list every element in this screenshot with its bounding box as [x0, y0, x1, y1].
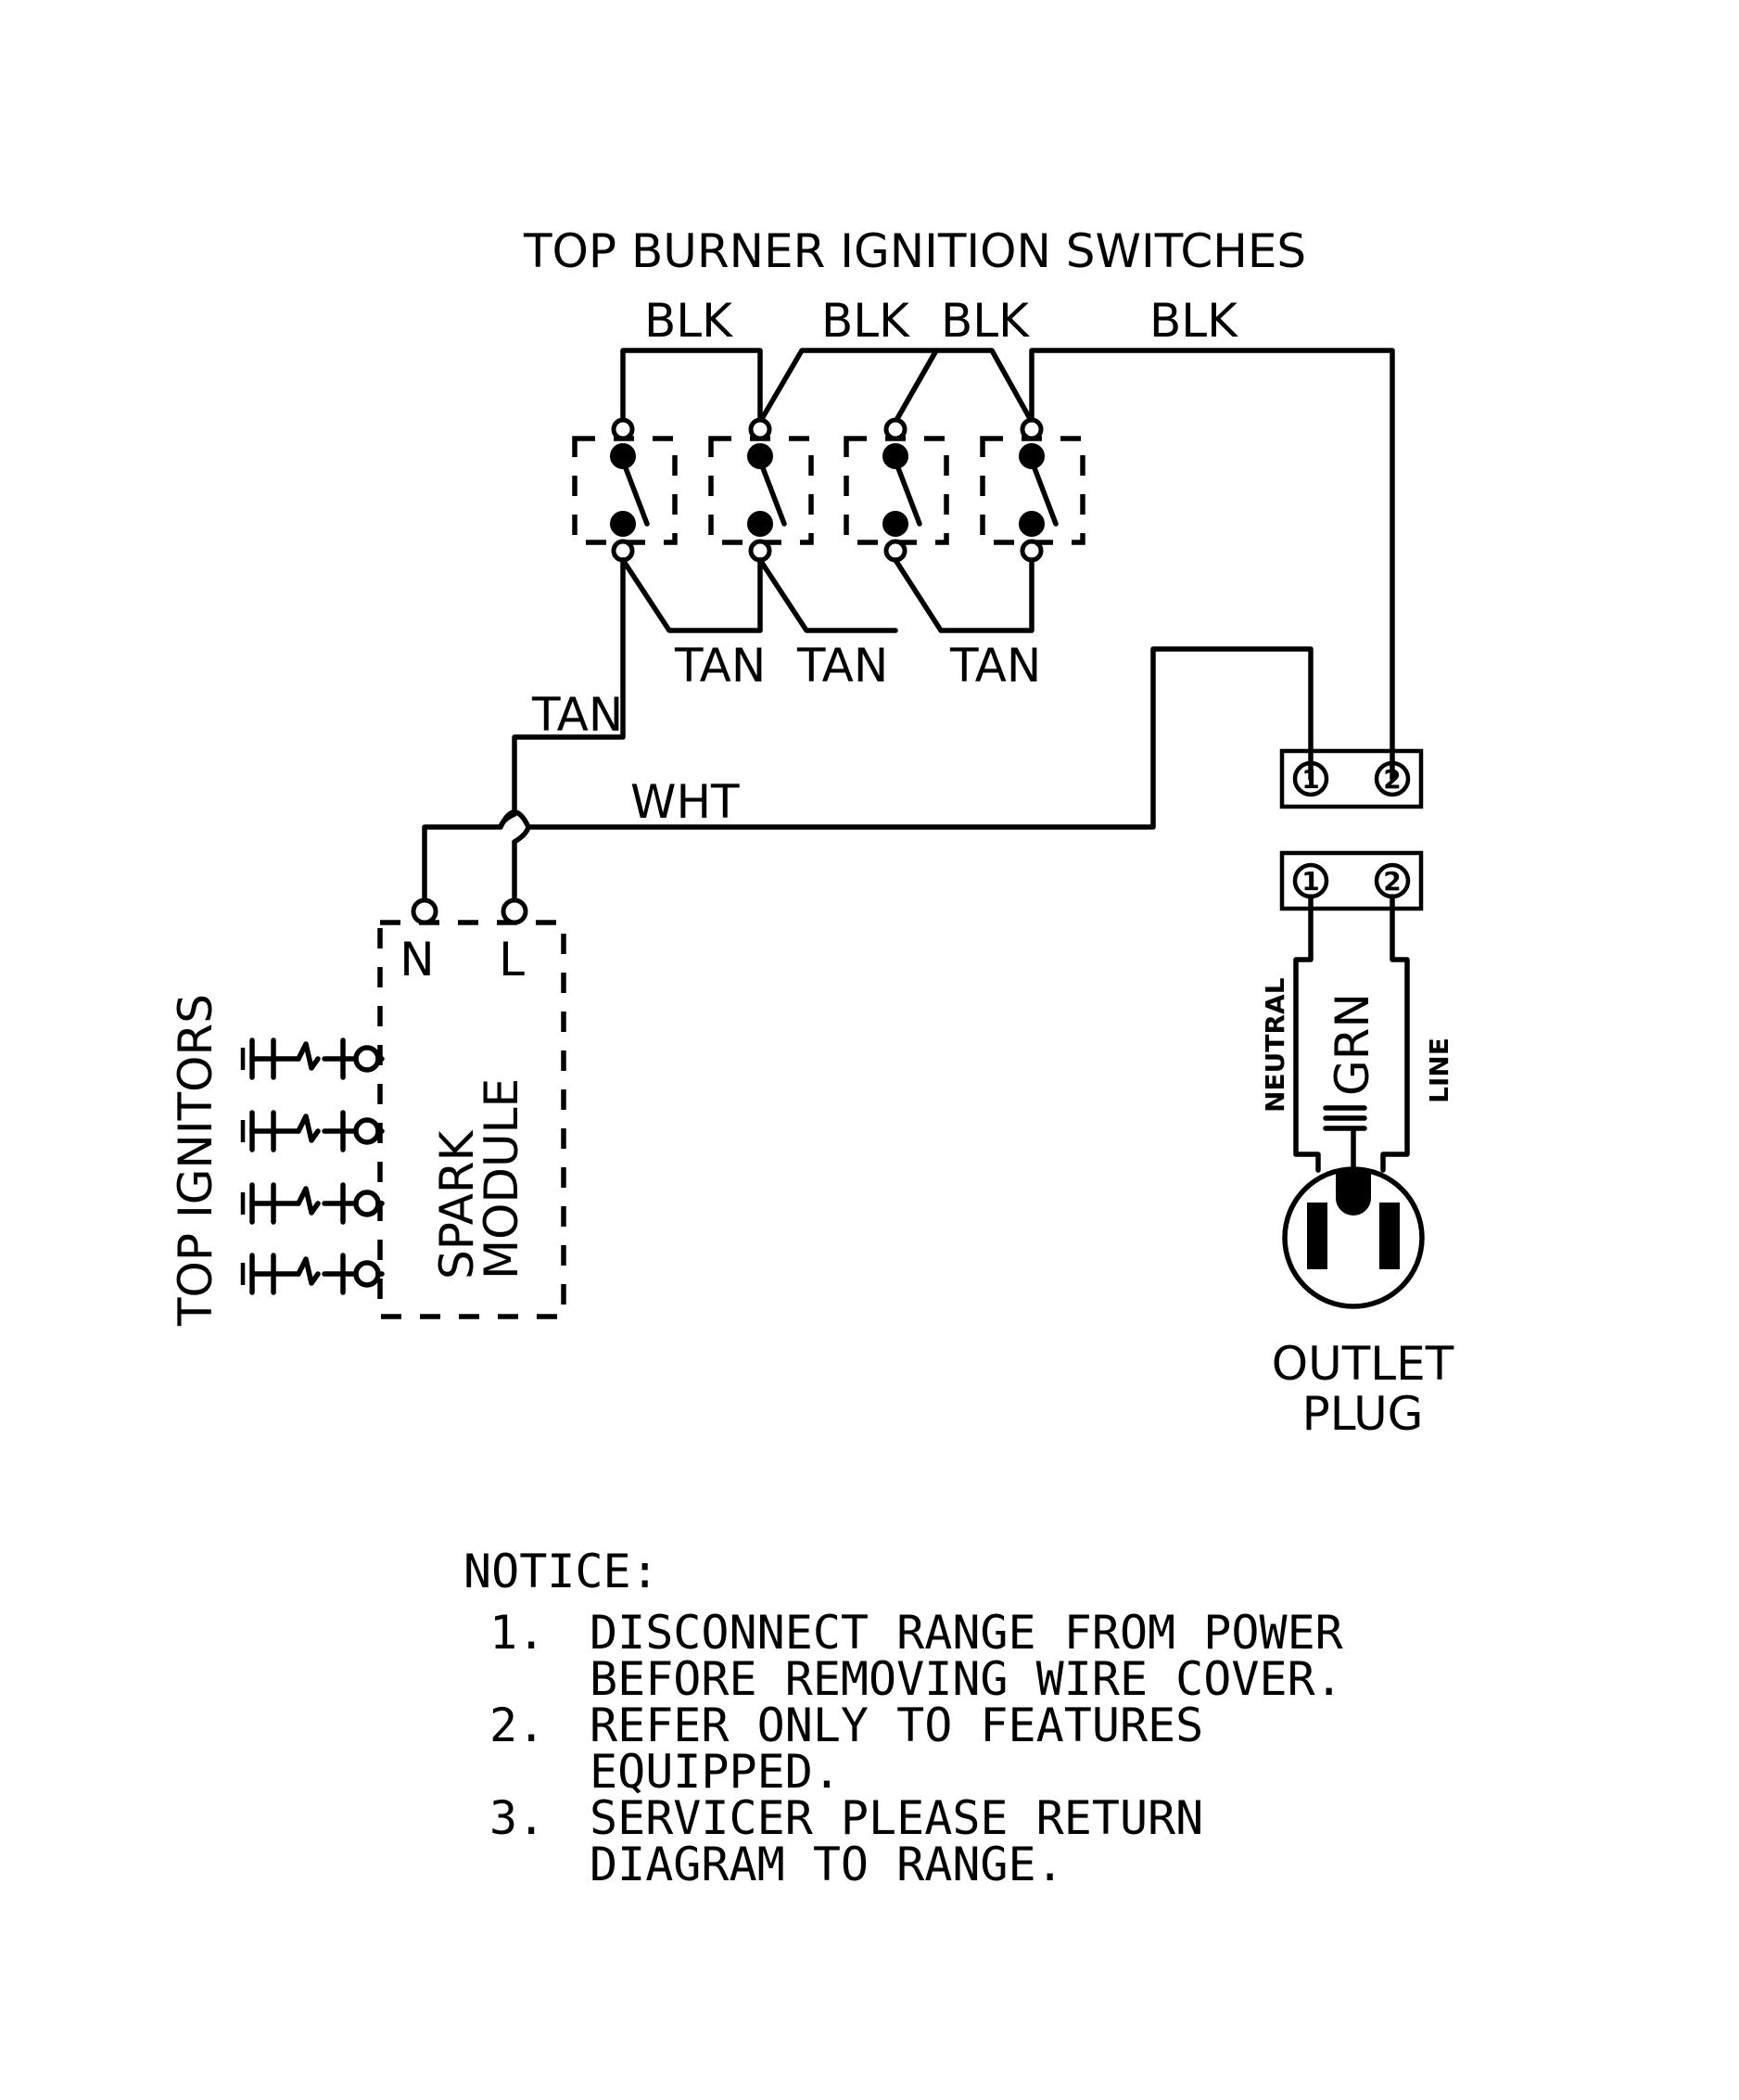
spark-module-terminal-l: L	[499, 933, 525, 986]
wire-label-blk-1: BLK	[644, 294, 733, 348]
wire-label-wht: WHT	[630, 775, 740, 829]
wire-label-blk-3: BLK	[941, 294, 1030, 348]
top-ignitor-3	[240, 1182, 385, 1225]
notice-heading: NOTICE:	[463, 1545, 659, 1598]
spark-module-terminal-n: N	[400, 933, 434, 986]
notice-item-3-line2: DIAGRAM TO RANGE.	[590, 1838, 1064, 1891]
wht-wiring	[422, 646, 1314, 907]
wire-label-neutral: NEUTRAL	[1260, 977, 1290, 1113]
tan-wiring	[512, 557, 1035, 907]
notice-item-2-line2: EQUIPPED.	[590, 1745, 841, 1799]
wire-label-tan-side: TAN	[531, 688, 623, 742]
notice-item-2-line1: REFER ONLY TO FEATURES	[590, 1699, 1203, 1752]
terminal-number-2-upper: 2	[1383, 764, 1401, 795]
top-ignitors-label: TOP IGNITORS	[169, 994, 222, 1327]
spark-module-label-line2: MODULE	[475, 1078, 528, 1279]
ignition-switch-2	[708, 417, 814, 563]
ignition-switch-4	[980, 417, 1085, 563]
wire-label-tan-1: TAN	[674, 639, 766, 693]
top-ignitor-2	[240, 1110, 385, 1152]
outlet-label-line1: OUTLET	[1272, 1337, 1454, 1391]
outlet-plug-icon	[1282, 1166, 1425, 1309]
wire-label-grn: GRN	[1326, 993, 1379, 1096]
blk-wiring	[620, 348, 1395, 782]
notice-item-2-number: 2.	[489, 1699, 545, 1752]
notice-item-3-number: 3.	[489, 1791, 545, 1845]
terminal-number-1-upper: 1	[1301, 764, 1319, 795]
terminal-block-lower	[1279, 850, 1424, 911]
wire-label-tan-3: TAN	[949, 639, 1041, 693]
ignition-switch-3	[844, 417, 949, 563]
wire-label-tan-2: TAN	[796, 639, 888, 693]
notice-item-3-line1: SERVICER PLEASE RETURN	[590, 1791, 1203, 1845]
terminal-block-upper	[1279, 748, 1424, 809]
terminal-number-1-lower: 1	[1301, 866, 1319, 897]
spark-module	[377, 897, 566, 1319]
terminal-number-2-lower: 2	[1383, 866, 1401, 897]
outlet-label-line2: PLUG	[1302, 1387, 1424, 1441]
ignition-switch-1	[572, 417, 678, 563]
top-ignitor-1	[240, 1037, 385, 1080]
notice-item-1-line2: BEFORE REMOVING WIRE COVER.	[590, 1652, 1343, 1706]
power-cord	[1293, 894, 1410, 1173]
spark-module-label-line1: SPARK	[430, 1129, 484, 1279]
diagram-title: TOP BURNER IGNITION SWITCHES	[523, 224, 1306, 278]
wire-label-line: LINE	[1424, 1037, 1454, 1103]
wire-label-blk-2: BLK	[821, 294, 910, 348]
notice-item-1-number: 1.	[489, 1606, 545, 1660]
notice-item-1-line1: DISCONNECT RANGE FROM POWER	[590, 1606, 1344, 1660]
top-ignitor-4	[240, 1253, 385, 1295]
wire-label-blk-4: BLK	[1149, 294, 1238, 348]
notice: NOTICE: 1. DISCONNECT RANGE FROM POWER B…	[463, 1545, 1344, 1891]
